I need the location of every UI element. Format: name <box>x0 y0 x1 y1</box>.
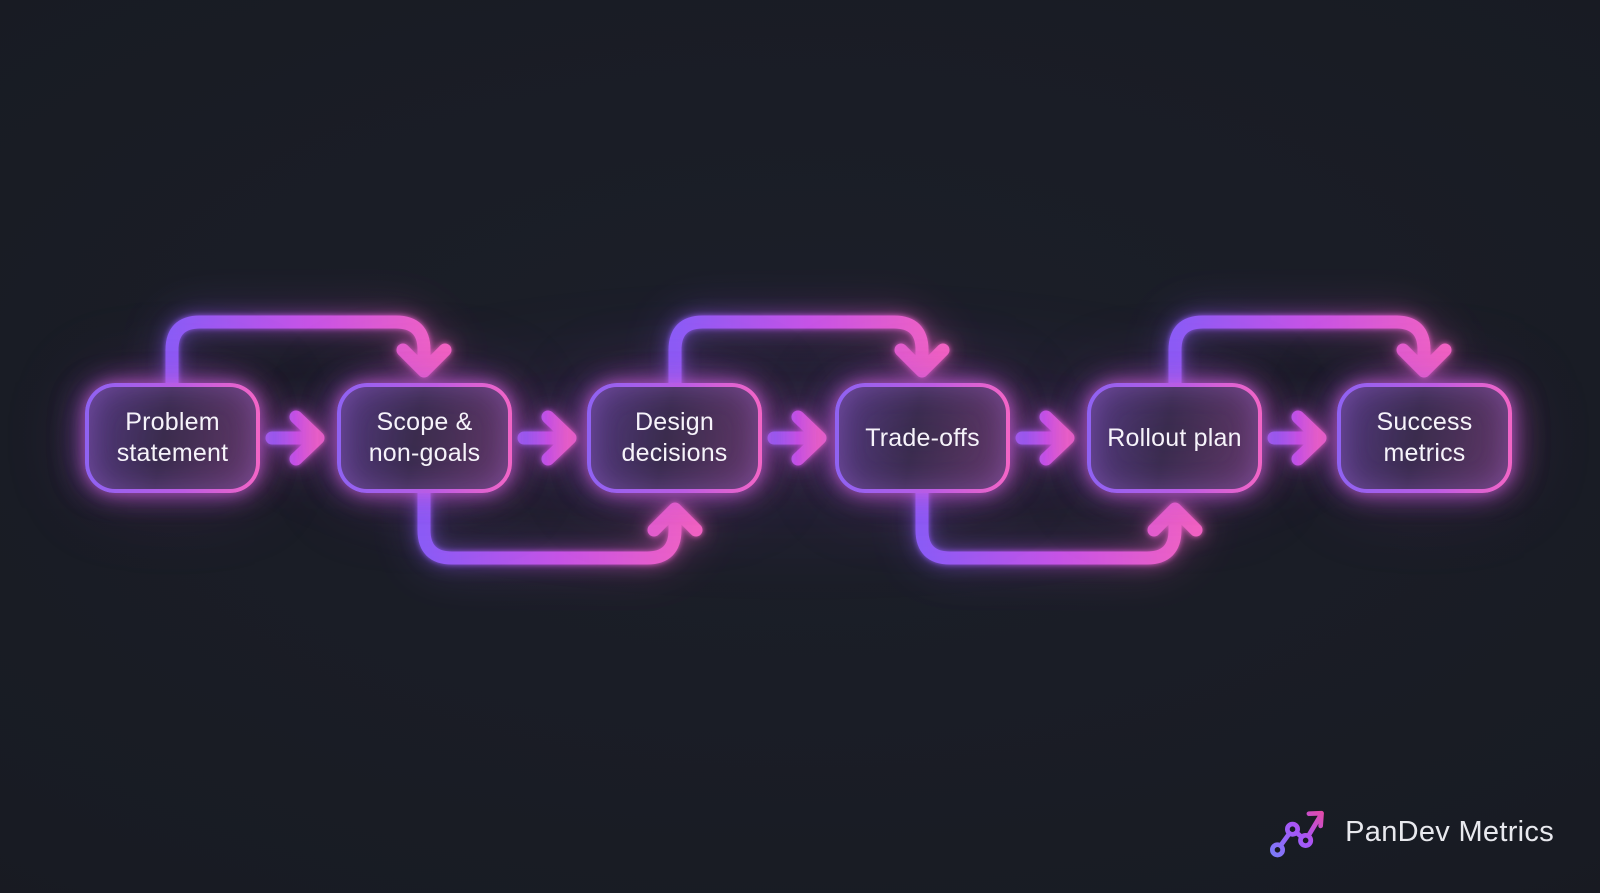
step-label: Problem statement <box>89 387 256 489</box>
step-box-trade-offs: Trade-offs <box>835 383 1010 493</box>
step-box-rollout-plan: Rollout plan <box>1087 383 1262 493</box>
step-box-scope-non-goals: Scope & non-goals <box>337 383 512 493</box>
brand-name: PanDev Metrics <box>1345 815 1554 848</box>
step-box-problem-statement: Problem statement <box>85 383 260 493</box>
brand-lockup: PanDev Metrics <box>1270 804 1554 860</box>
step-box-success-metrics: Success metrics <box>1337 383 1512 493</box>
step-label: Scope & non-goals <box>341 387 508 489</box>
step-label: Trade-offs <box>839 387 1006 489</box>
step-label: Design decisions <box>591 387 758 489</box>
step-label: Success metrics <box>1341 387 1508 489</box>
step-label: Rollout plan <box>1091 387 1258 489</box>
trend-up-scatter-icon <box>1270 810 1325 858</box>
step-box-design-decisions: Design decisions <box>587 383 762 493</box>
